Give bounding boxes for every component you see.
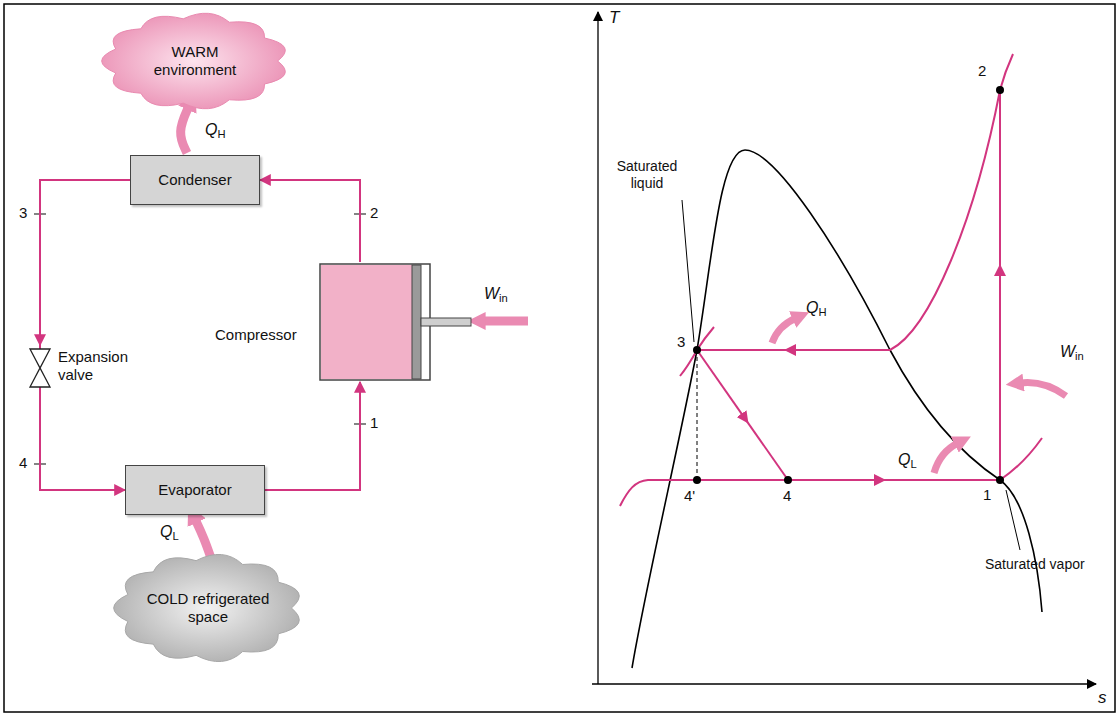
cycle-lines bbox=[673, 479, 880, 481]
state-number: 4 bbox=[19, 454, 27, 472]
cycle-lines bbox=[620, 54, 1042, 506]
piston-rod bbox=[421, 318, 471, 326]
state-ticks bbox=[34, 214, 366, 464]
state-number: 1 bbox=[370, 414, 378, 432]
cycle-lines bbox=[999, 270, 1001, 480]
saturation-dome bbox=[632, 150, 1042, 668]
heat-arrows bbox=[1020, 383, 1066, 396]
subscript: H bbox=[217, 128, 225, 140]
cycle-lines bbox=[890, 54, 1013, 350]
axis-label: s bbox=[1098, 688, 1107, 708]
node-text: WARM environment bbox=[140, 43, 250, 79]
heat-label: QH bbox=[205, 120, 226, 141]
state-points bbox=[693, 86, 1004, 484]
work-label: Win bbox=[484, 284, 508, 305]
cycle-lines bbox=[620, 480, 675, 506]
node-text: Condenser bbox=[158, 171, 231, 189]
subscript: L bbox=[910, 458, 916, 470]
valve-bowtie bbox=[30, 349, 50, 387]
symbol: s bbox=[1098, 688, 1107, 707]
ts-axes bbox=[592, 12, 1096, 684]
heat-flow-arrow bbox=[181, 106, 189, 153]
node-text: Expansion valve bbox=[58, 348, 138, 384]
evaporator-box: Evaporator bbox=[125, 465, 265, 515]
condenser-box: Condenser bbox=[130, 155, 260, 205]
subscript: in bbox=[499, 292, 508, 304]
state-number: 4' bbox=[684, 487, 695, 505]
work-arrow bbox=[482, 317, 528, 326]
symbol: Q bbox=[898, 451, 910, 468]
symbol: Q bbox=[205, 121, 217, 138]
state-number: 2 bbox=[370, 204, 378, 222]
valve-symbol bbox=[28, 345, 52, 391]
cylinder bbox=[320, 264, 430, 380]
symbol: W bbox=[484, 285, 499, 302]
state-number: 1 bbox=[983, 486, 991, 504]
cylinder-gas bbox=[321, 265, 412, 379]
refrigerant-line bbox=[40, 180, 130, 345]
state-number: 3 bbox=[19, 204, 27, 222]
refrigerant-line bbox=[265, 382, 360, 490]
cycle-lines bbox=[697, 350, 745, 419]
state-number: 4 bbox=[783, 487, 791, 505]
compressor-symbol bbox=[215, 262, 475, 382]
cycle-lines bbox=[697, 349, 790, 351]
symbol: Q bbox=[160, 523, 172, 540]
symbol: T bbox=[609, 8, 619, 27]
heat-arrows bbox=[934, 443, 958, 473]
leader-lines bbox=[1006, 490, 1020, 550]
piston bbox=[412, 265, 421, 379]
leader-lines bbox=[682, 200, 694, 342]
expansion-valve: Expansion valve bbox=[28, 345, 142, 391]
subscript: L bbox=[172, 530, 178, 542]
node-text: Evaporator bbox=[158, 481, 231, 499]
subscript: in bbox=[1075, 350, 1084, 362]
node-text: COLD refrigerated space bbox=[141, 590, 276, 626]
subscript: H bbox=[818, 306, 826, 318]
state-points bbox=[996, 86, 1004, 94]
state-points bbox=[996, 476, 1004, 484]
cloud-outline bbox=[102, 13, 286, 108]
cold-cloud: COLD refrigerated space bbox=[112, 553, 304, 663]
state-points bbox=[693, 346, 701, 354]
refrigerant-line bbox=[260, 180, 360, 262]
heat-flow-arrow bbox=[195, 519, 212, 561]
heat-label: QL bbox=[160, 522, 179, 543]
cycle-lines bbox=[745, 419, 788, 480]
heat-arrows bbox=[772, 318, 796, 343]
state-number: 3 bbox=[677, 333, 685, 351]
state-points bbox=[693, 476, 701, 484]
compressor: Compressor bbox=[215, 262, 435, 382]
warm-cloud: WARM environment bbox=[100, 12, 290, 110]
heat-label: QH bbox=[806, 298, 827, 319]
symbol: W bbox=[1060, 343, 1075, 360]
cycle-lines bbox=[880, 479, 1000, 481]
ts-axes bbox=[597, 12, 598, 684]
state-note: Saturated liquid bbox=[606, 158, 688, 192]
state-number: 2 bbox=[978, 62, 986, 80]
axis-label: T bbox=[609, 8, 619, 28]
cycle-lines bbox=[1000, 438, 1042, 480]
refrigerant-line bbox=[40, 391, 125, 490]
symbol: Q bbox=[806, 299, 818, 316]
heat-label: QL bbox=[898, 450, 917, 471]
cloud-outline bbox=[114, 554, 300, 661]
state-points bbox=[784, 476, 792, 484]
cycle-lines bbox=[790, 349, 890, 351]
leader-lines bbox=[682, 200, 1020, 550]
dashed-line bbox=[697, 350, 698, 480]
cycle-lines bbox=[999, 90, 1001, 270]
work-label: Win bbox=[1060, 342, 1084, 363]
ts-axes bbox=[592, 683, 1096, 684]
heat-arrows bbox=[772, 318, 1066, 473]
state-note: Saturated vapor bbox=[985, 556, 1085, 573]
node-text: Compressor bbox=[215, 326, 297, 344]
frame bbox=[4, 4, 1115, 712]
